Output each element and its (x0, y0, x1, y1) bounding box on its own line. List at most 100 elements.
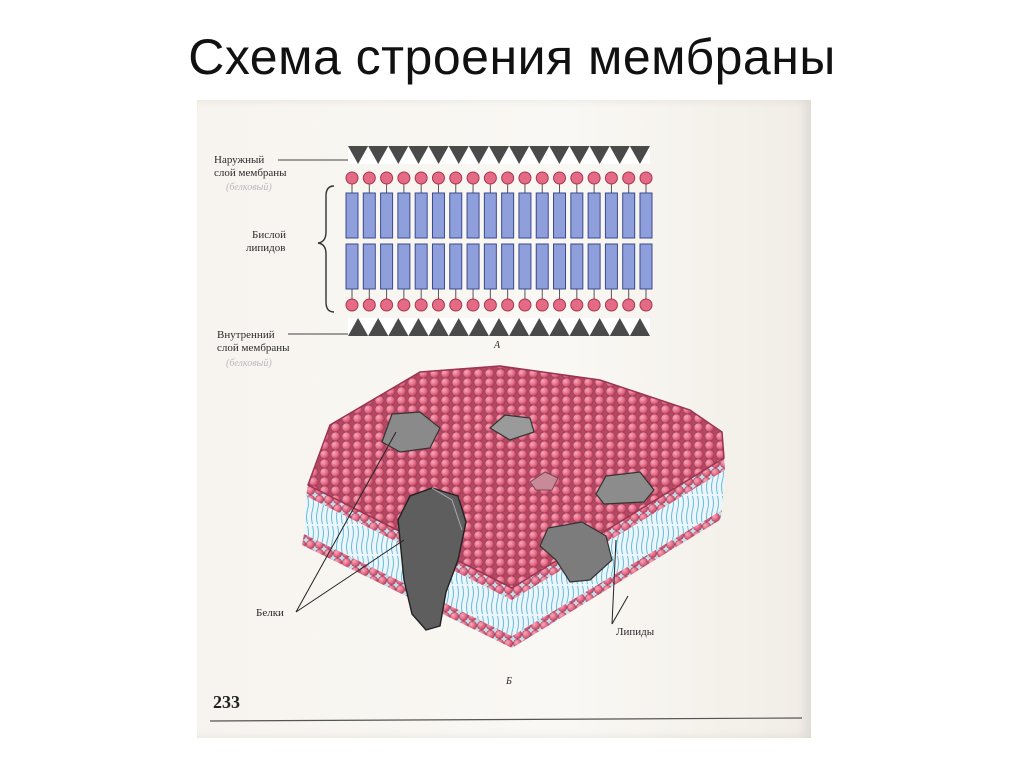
outer-protein-triangle (629, 146, 650, 164)
proteins-leader-2 (295, 431, 397, 613)
lipid-lower-tail (414, 243, 428, 290)
inner-protein-triangle (549, 318, 570, 336)
panel-letter-b: Б (505, 676, 512, 687)
lipid-lower-tail (587, 243, 601, 290)
lipid-lower-tail (449, 243, 463, 290)
lipid-upper-head (414, 171, 428, 185)
figure-b-3d-membrane: Белки Липиды Б (256, 365, 725, 687)
inner-protein-triangle (589, 318, 610, 336)
inner-protein-triangles (348, 318, 650, 336)
inner-protein-triangle (569, 318, 590, 336)
inner-protein-triangle (529, 318, 550, 336)
lipid-lower-tail (570, 243, 584, 290)
outer-protein-triangle (468, 146, 489, 164)
inner-protein-triangle (428, 318, 449, 336)
lipid-lower-head (535, 298, 549, 312)
side-tails-right (512, 470, 725, 636)
lipid-upper-tail (397, 192, 411, 239)
lipid-upper-tail (553, 192, 567, 239)
outer-layer-label-line1: Наружный (214, 154, 264, 166)
lipid-lower-head (380, 298, 394, 312)
lipid-upper-tail (501, 192, 515, 239)
lipid-upper-tail (449, 192, 463, 239)
lipid-lower-head (345, 298, 359, 312)
lipid-upper-head (466, 171, 480, 185)
inner-layer-pencil-note: (белковый) (226, 358, 272, 369)
inner-layer-label-line2: слой мембраны (217, 342, 290, 354)
surface-protein-3 (595, 471, 655, 505)
bilayer-label-line2: липидов (246, 242, 285, 254)
lipid-upper-head (639, 171, 653, 185)
lipid-upper-tail (622, 192, 636, 239)
lipid-upper-head (553, 171, 567, 185)
inner-protein-triangle (468, 318, 489, 336)
inner-protein-triangle (368, 318, 389, 336)
lipid-upper-head (604, 171, 618, 185)
lipid-upper-tail (604, 192, 618, 239)
lipid-lower-tail (466, 243, 480, 290)
lipid-upper-tail (570, 192, 584, 239)
lipid-lower-tail (431, 243, 445, 290)
inner-protein-triangle (629, 318, 650, 336)
lipid-lower-tail (639, 243, 653, 290)
surface-protein-1 (381, 411, 441, 453)
proteins-label: Белки (256, 607, 284, 619)
lipid-upper-head (587, 171, 601, 185)
lipid-upper-head (483, 171, 497, 185)
lipids-leader-2 (611, 595, 629, 625)
lipid-upper-head (449, 171, 463, 185)
outer-protein-triangle (529, 146, 550, 164)
outer-protein-triangle (509, 146, 530, 164)
lipid-lower-tail (345, 243, 359, 290)
transmembrane-protein-highlight (431, 487, 463, 531)
outer-protein-triangle (589, 146, 610, 164)
transmembrane-protein (397, 487, 467, 631)
bilayer-brace (317, 185, 335, 313)
page-bottom-rule (209, 717, 803, 722)
outer-protein-triangle (388, 146, 409, 164)
lipid-upper-head (345, 171, 359, 185)
inner-protein-triangle (408, 318, 429, 336)
outer-protein-triangles (348, 146, 650, 164)
lipid-lower-tail (397, 243, 411, 290)
figure-a-bilayer-scheme: Наружный слой мембраны (белковый) Бислой… (214, 146, 653, 369)
lipid-lower-head (553, 298, 567, 312)
inner-layer-label-line1: Внутренний (217, 329, 275, 341)
lipid-upper-tail (535, 192, 549, 239)
lipid-lower-head (483, 298, 497, 312)
lipid-upper-head (518, 171, 532, 185)
lipid-upper-head (622, 171, 636, 185)
inner-protein-triangle (509, 318, 530, 336)
lipid-lower-head (639, 298, 653, 312)
lipids-label: Липиды (616, 626, 655, 638)
lipid-upper-head (380, 171, 394, 185)
lipid-lower-head (414, 298, 428, 312)
lipid-upper-tail (362, 192, 376, 239)
outer-protein-triangle (609, 146, 630, 164)
lipid-lower-tail (518, 243, 532, 290)
outer-protein-triangle (408, 146, 429, 164)
lipid-upper-head (570, 171, 584, 185)
lipid-upper-tail (431, 192, 445, 239)
proteins-leader-1 (295, 539, 405, 613)
lipid-lower-tail (483, 243, 497, 290)
lipid-lower-head (570, 298, 584, 312)
outer-protein-triangle (549, 146, 570, 164)
outer-protein-triangle (428, 146, 449, 164)
lipid-upper-tail (345, 192, 359, 239)
outer-protein-triangle (488, 146, 510, 164)
bilayer-label-line1: Бислой (252, 229, 286, 241)
lipid-lower-head (604, 298, 618, 312)
lipid-lower-tail (362, 243, 376, 290)
lipid-upper-head (501, 171, 515, 185)
outer-protein-triangle (348, 146, 369, 164)
lipid-upper-tail (414, 192, 428, 239)
slide-title: Схема строения мембраны (188, 29, 836, 85)
panel-letter-a: А (493, 340, 501, 351)
inner-protein-triangle (348, 318, 369, 336)
lipid-upper-head (362, 171, 376, 185)
lipid-lower-head (397, 298, 411, 312)
lipid-upper-head (431, 171, 445, 185)
lipid-lower-head (518, 298, 532, 312)
